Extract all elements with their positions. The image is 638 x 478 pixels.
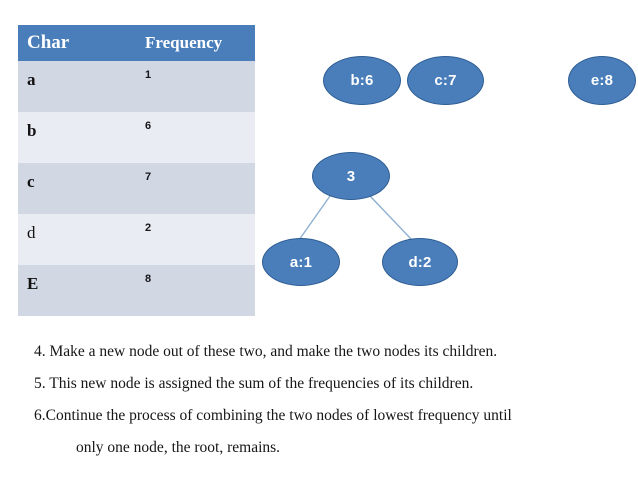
column-header-frequency: Frequency [145,33,223,52]
cell-char: a [27,70,36,89]
cell-char: d [27,223,36,242]
step-line-6-continuation: only one node, the root, remains. [76,439,281,456]
table-body: a 1 b 6 c 7 d 2 E 8 [18,61,255,316]
node-label: 3 [346,167,356,185]
step-line-5: 5. This new node is assigned the sum of … [34,375,474,392]
huffman-graph: b:6 c:7 e:8 3 a:1 d:2 [262,56,636,286]
cell-char: b [27,121,37,140]
frequency-table: Char Frequency a 1 b 6 c 7 d 2 E 8 [18,25,255,316]
node-label: a:1 [289,253,313,271]
node-label: c:7 [434,72,457,89]
table-row: E 8 [18,265,255,316]
cell-frequency: 8 [145,273,152,285]
node-internal-3[interactable]: 3 [312,152,390,200]
column-header-char: Char [27,32,70,53]
table-row: b 6 [18,112,255,163]
cell-frequency: 7 [145,171,152,183]
node-label: d:2 [408,253,432,271]
cell-frequency: 6 [145,120,152,132]
step-line-4: 4. Make a new node out of these two, and… [34,343,498,360]
step-line-6: 6.Continue the process of combining the … [34,407,512,424]
table-row: d 2 [18,214,255,265]
steps-text-block: 4. Make a new node out of these two, and… [34,336,620,464]
cell-char: c [27,172,35,191]
table-header-row: Char Frequency [18,25,255,61]
cell-char: E [27,274,39,293]
table-row: c 7 [18,163,255,214]
cell-frequency: 2 [145,222,152,234]
table-row: a 1 [18,61,255,112]
node-label: e:8 [590,72,614,89]
cell-frequency: 1 [145,69,152,81]
edge-root-to-a1 [298,195,331,241]
edge-root-to-d2 [369,195,413,241]
node-a1[interactable]: a:1 [262,238,340,286]
node-c7[interactable]: c:7 [407,56,484,105]
node-d2[interactable]: d:2 [382,238,458,286]
table-header: Char Frequency [18,25,255,61]
node-e8[interactable]: e:8 [568,56,636,105]
node-b6[interactable]: b:6 [323,56,401,105]
node-label: b:6 [350,72,374,89]
tree-edges [298,195,413,241]
